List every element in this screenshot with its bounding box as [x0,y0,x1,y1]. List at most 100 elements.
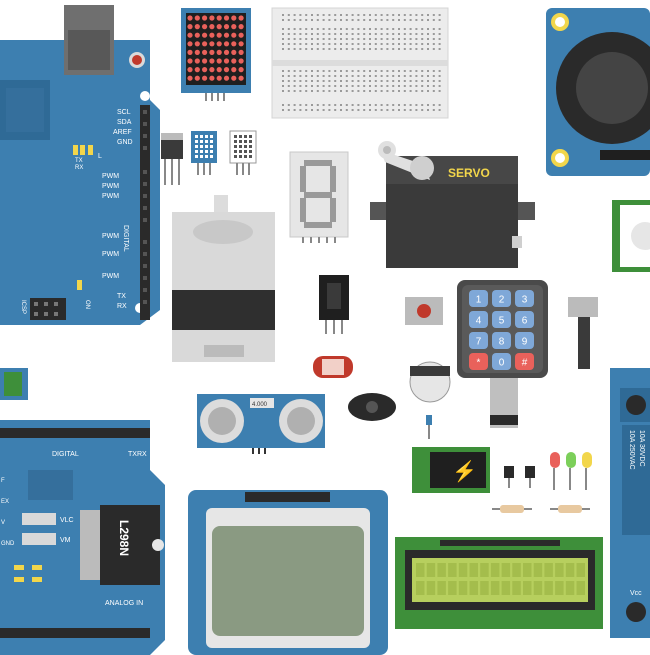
sensor-grill [200,155,203,158]
breadboard-hole [316,33,319,35]
breadboard-hole [432,70,435,72]
breadboard-hole [357,48,360,50]
sensor-grill [239,140,242,143]
breadboard-hole [340,75,342,77]
breadboard-hole [345,85,348,87]
breadboard-hole [392,19,395,21]
breadboard-hole [380,28,383,30]
breadboard-hole [415,90,418,92]
breadboard-hole [345,14,348,16]
lcd-cell [426,581,436,595]
breadboard-hole [282,48,284,50]
breadboard-hole [403,70,406,72]
breadboard-hole [293,85,296,87]
sensor-grill [234,150,237,153]
breadboard-hole [357,14,360,16]
breadboard-hole [374,90,377,92]
breadboard-hole [380,33,383,35]
breadboard-hole [415,75,418,77]
breadboard-hole [421,75,424,77]
led-matrix-module [181,8,251,101]
ultrasonic-sensor: 4.000 [197,394,325,454]
breadboard-hole [403,19,406,21]
breadboard-hole [374,48,377,50]
breadboard-hole [316,109,319,111]
small-diode [426,415,432,439]
breadboard-hole [305,70,308,72]
matrix-led [187,67,193,73]
lcd-cell [448,581,457,595]
breadboard-hole [427,14,429,16]
lcd-cell [533,581,543,595]
breadboard-hole [363,85,366,87]
breadboard-hole [357,90,360,92]
sensor-grill [205,145,208,148]
matrix-led [187,58,193,64]
breadboard-hole [316,75,319,77]
breadboard-hole [328,75,331,77]
breadboard-hole [415,14,418,16]
matrix-led [202,15,208,21]
breadboard-hole [334,90,337,92]
breadboard-hole [305,19,308,21]
sensor-grill [234,140,237,143]
pwm-label: PWM [102,183,119,190]
breadboard-hole [322,43,325,45]
matrix-led [202,49,208,56]
sensor-grill [210,145,213,148]
breadboard-hole [322,104,325,106]
breadboard-hole [438,33,441,35]
breadboard-hole [380,80,383,82]
lcd-cell [426,563,436,577]
breadboard-hole [392,38,395,40]
breadboard-hole [287,80,290,82]
keypad-key [515,311,534,328]
breadboard-hole [363,33,366,35]
lcd-cell [458,563,468,577]
breadboard-hole [421,38,424,40]
breadboard-hole [282,80,284,82]
matrix-led [238,15,244,21]
breadboard-hole [398,109,400,111]
breadboard-hole [392,85,395,87]
breadboard-hole [363,75,366,77]
voltage-regulator [161,133,183,185]
breadboard-hole [334,28,337,30]
breadboard-hole [380,75,383,77]
breadboard-hole [316,38,319,40]
breadboard-hole [328,43,331,45]
breadboard-hole [299,104,302,106]
breadboard-hole [311,38,313,40]
breadboard-hole [357,38,360,40]
keypad-key-label: 9 [522,337,528,348]
breadboard-hole [322,38,325,40]
breadboard-hole [438,109,441,111]
breadboard-hole [334,19,337,21]
sensor-grill [239,135,242,138]
lcd-cell [501,563,511,577]
keypad-key [492,290,511,307]
lcd-cell [523,563,532,577]
breadboard-hole [427,43,429,45]
resistor [550,505,590,513]
breadboard-hole [409,85,412,87]
shield-pin-label: GND [1,541,15,547]
breadboard-hole [369,80,371,82]
breadboard-hole [398,19,400,21]
breadboard-hole [415,48,418,50]
keypad-key [515,353,534,370]
matrix-led [231,75,237,81]
lcd-cell [565,581,575,595]
sensor-grill [210,140,213,143]
breadboard-hole [282,90,284,92]
breadboard-hole [345,75,348,77]
sensor-grill [210,155,213,158]
lcd-cell [576,563,585,577]
breadboard-hole [438,75,441,77]
breadboard-hole [287,109,290,111]
breadboard-hole [374,109,377,111]
sensor-grill [249,135,252,138]
breadboard-hole [374,104,377,106]
breadboard-hole [340,70,342,72]
